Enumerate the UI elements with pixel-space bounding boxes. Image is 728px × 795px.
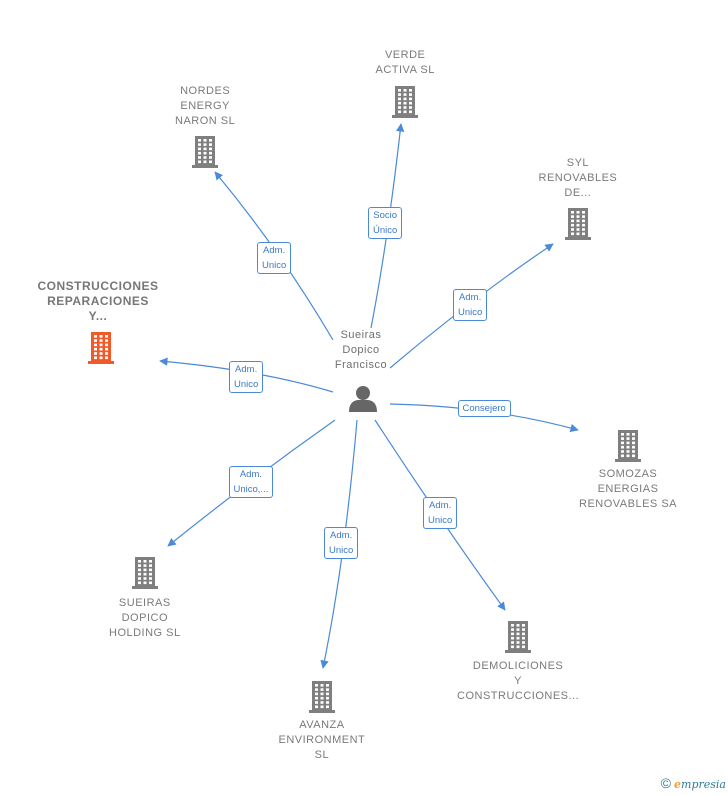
building-icon[interactable] <box>505 621 531 653</box>
company-label-line: NORDES <box>180 85 231 97</box>
company-label-line: SUEIRAS <box>118 597 171 609</box>
edge-label-nordes[interactable]: Adm. Unico <box>257 242 292 274</box>
company-label-line: SYL <box>566 157 590 169</box>
company-label-line: ACTIVA SL <box>375 64 435 76</box>
company-label-line: RENOVABLES SA <box>579 498 677 510</box>
building-icon[interactable] <box>192 136 218 168</box>
company-label-line: CONSTRUCCIONES <box>37 279 159 293</box>
company-label-avanza[interactable]: AVANZA ENVIRONMENT SL <box>279 718 366 763</box>
edge-label-line: Adm. <box>330 530 353 541</box>
building-icon[interactable] <box>615 430 641 462</box>
edge-label-line: Único <box>373 225 398 236</box>
company-label-sueiras-holding[interactable]: SUEIRAS DOPICO HOLDING SL <box>109 596 181 641</box>
company-label-line: CONSTRUCCIONES... <box>457 690 580 702</box>
company-label-line: Y... <box>88 309 108 323</box>
edge-label-line: Adm. <box>459 292 482 303</box>
edge-label-line: Adm. <box>263 245 286 256</box>
edge-label-line: Unico <box>458 307 483 318</box>
building-icon[interactable] <box>309 681 335 713</box>
edge-label-line: Unico <box>329 545 354 556</box>
edge-label-syl[interactable]: Adm. Unico <box>453 289 488 321</box>
company-label-demoliciones[interactable]: DEMOLICIONES Y CONSTRUCCIONES... <box>457 659 579 704</box>
building-icon[interactable] <box>565 208 591 240</box>
company-label-line: NARON SL <box>175 115 236 127</box>
company-label-line: ENVIRONMENT <box>278 734 366 746</box>
company-label-somozas[interactable]: SOMOZAS ENERGIAS RENOVABLES SA <box>579 467 677 512</box>
company-label-line: AVANZA <box>299 719 345 731</box>
company-label-nordes[interactable]: NORDES ENERGY NARON SL <box>175 84 235 129</box>
company-label-line: DE... <box>564 187 592 199</box>
person-name[interactable]: Sueiras Dopico Francisco <box>324 328 398 373</box>
edge-label-sueiras-holding[interactable]: Adm. Unico,... <box>228 466 274 498</box>
company-label-syl[interactable]: SYL RENOVABLES DE... <box>539 156 618 201</box>
edge-label-line: Consejero <box>462 402 506 414</box>
person-icon[interactable] <box>349 386 377 412</box>
company-label-verde[interactable]: VERDE ACTIVA SL <box>376 48 435 78</box>
building-icon[interactable] <box>132 557 158 589</box>
company-label-line: VERDE <box>384 49 426 61</box>
company-label-line: DEMOLICIONES <box>472 660 564 672</box>
edge-label-line: Unico <box>234 379 259 390</box>
edge-label-line: Adm. <box>429 500 452 511</box>
edge-label-demoliciones[interactable]: Adm. Unico <box>423 497 458 529</box>
company-label-line: REPARACIONES <box>47 294 149 308</box>
building-icon[interactable] <box>88 332 114 364</box>
copyright-symbol: © <box>660 775 671 791</box>
copyright-notice: © empresia <box>661 775 726 791</box>
company-label-line: HOLDING SL <box>109 627 181 639</box>
edge-label-somozas[interactable]: Consejero <box>457 399 511 417</box>
company-label-line: ENERGY <box>180 100 230 112</box>
edge-label-line: Adm. <box>235 364 258 375</box>
edge-label-line: Unico <box>262 260 287 271</box>
company-label-line: ENERGIAS <box>597 483 659 495</box>
person-name-line: Sueiras <box>340 329 382 341</box>
edge-label-line: Unico,... <box>233 484 269 495</box>
company-label-line: SL <box>314 749 330 761</box>
brand-logo[interactable]: empresia <box>674 778 726 791</box>
company-label-line: RENOVABLES <box>538 172 618 184</box>
company-label-line: DOPICO <box>121 612 169 624</box>
edge-label-avanza[interactable]: Adm. Unico <box>324 527 359 559</box>
person-name-line: Francisco <box>334 359 388 371</box>
edge-label-line: Adm. <box>239 469 263 480</box>
company-label-line: Y <box>514 675 523 687</box>
person-name-line: Dopico <box>342 344 380 356</box>
company-label-line: SOMOZAS <box>598 468 658 480</box>
building-icon[interactable] <box>392 86 418 118</box>
edge-label-construcciones[interactable]: Adm. Unico <box>229 361 264 393</box>
edge-label-line: Unico <box>428 515 453 526</box>
edge-label-line: Socio <box>373 210 398 221</box>
